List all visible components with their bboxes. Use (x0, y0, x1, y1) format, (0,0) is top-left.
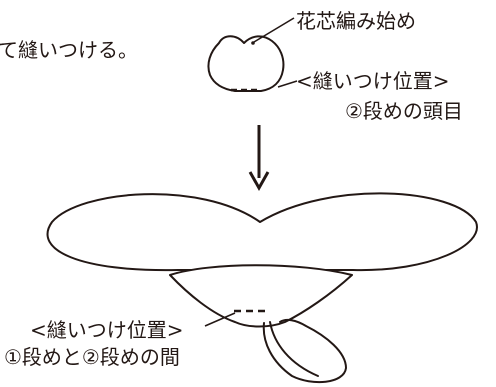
instruction-text: て縫いつける。 (0, 38, 138, 62)
chain-loop (262, 318, 347, 384)
leader-line-bottom (204, 312, 236, 327)
position-heading-bottom: <縫いつけ位置> (30, 318, 184, 342)
start-label: 花芯編み始め (296, 9, 416, 33)
start-point-dot (251, 41, 255, 45)
position-detail-bottom: ①段めと②段めの間 (4, 345, 180, 369)
flower-center-large (169, 264, 353, 328)
large-petal-outline (46, 192, 478, 272)
down-arrow-icon (248, 125, 270, 192)
leader-lines-top (253, 17, 298, 88)
flower-center-small (207, 35, 285, 92)
position-detail-top: ②段めの頭目 (345, 99, 463, 123)
position-heading-top: <縫いつけ位置> (296, 69, 450, 93)
